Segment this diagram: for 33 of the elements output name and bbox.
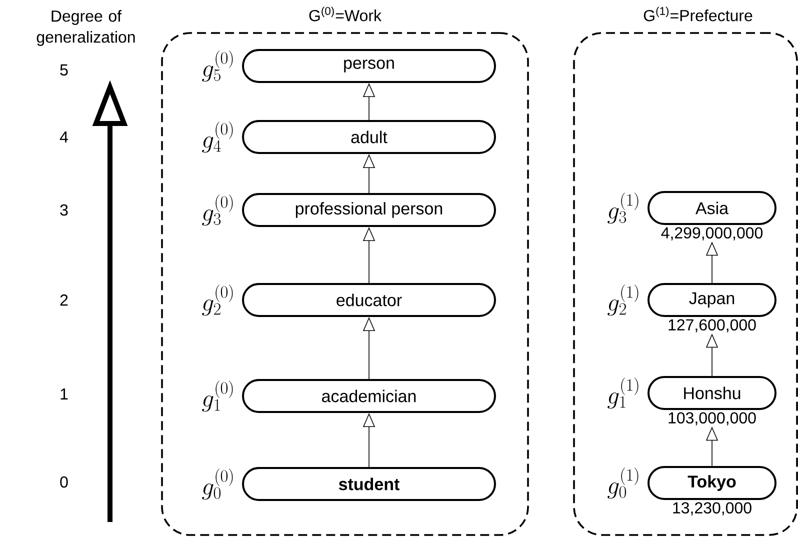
level-number: 0: [60, 476, 68, 488]
level-number: 1: [60, 388, 68, 400]
node-label: G$^{(0)}$=Work: [309, 6, 382, 22]
level-number: 2: [60, 294, 68, 306]
level-symbol: $g_{0}^{(0)}$: [202, 468, 233, 500]
level-number: 4: [60, 132, 68, 142]
population-label: 127,600,000: [668, 319, 756, 332]
level-symbol: $g_{1}^{(1)}$: [608, 378, 638, 409]
population-label: 103,000,000: [668, 412, 756, 426]
level-symbol: $g_{3}^{(1)}$: [608, 192, 638, 224]
axis-title: Degree of generalization: [36, 10, 135, 46]
level-symbol: $g_{2}^{(0)}$: [202, 284, 233, 316]
concept-box: student: [242, 467, 496, 501]
concept-box: academician: [242, 379, 496, 413]
level-number: 5: [60, 64, 68, 76]
concept-box: Japan: [648, 283, 776, 317]
concept-box: adult: [242, 120, 496, 154]
level-symbol: $g_{0}^{(1)}$: [608, 468, 638, 499]
level-symbol: $g_{1}^{(0)}$: [202, 380, 233, 412]
level-symbol: $g_{5}^{(0)}$: [202, 50, 233, 82]
concept-box: person: [242, 49, 496, 83]
population-label: 4,299,000,000: [661, 227, 763, 240]
concept-box: Tokyo: [648, 466, 776, 500]
population-label: 13,230,000: [673, 502, 752, 516]
concept-box: educator: [242, 283, 496, 317]
concept-box: Honshu: [648, 376, 776, 410]
level-number: 3: [60, 204, 68, 216]
level-symbol: $g_{2}^{(1)}$: [608, 284, 638, 316]
node-label: G$^{(1)}$=Prefecture: [644, 6, 752, 22]
concept-box: professional person: [242, 193, 496, 227]
level-symbol: $g_{3}^{(0)}$: [202, 194, 233, 226]
concept-box: Asia: [648, 191, 776, 225]
level-symbol: $g_{4}^{(0)}$: [202, 122, 233, 153]
